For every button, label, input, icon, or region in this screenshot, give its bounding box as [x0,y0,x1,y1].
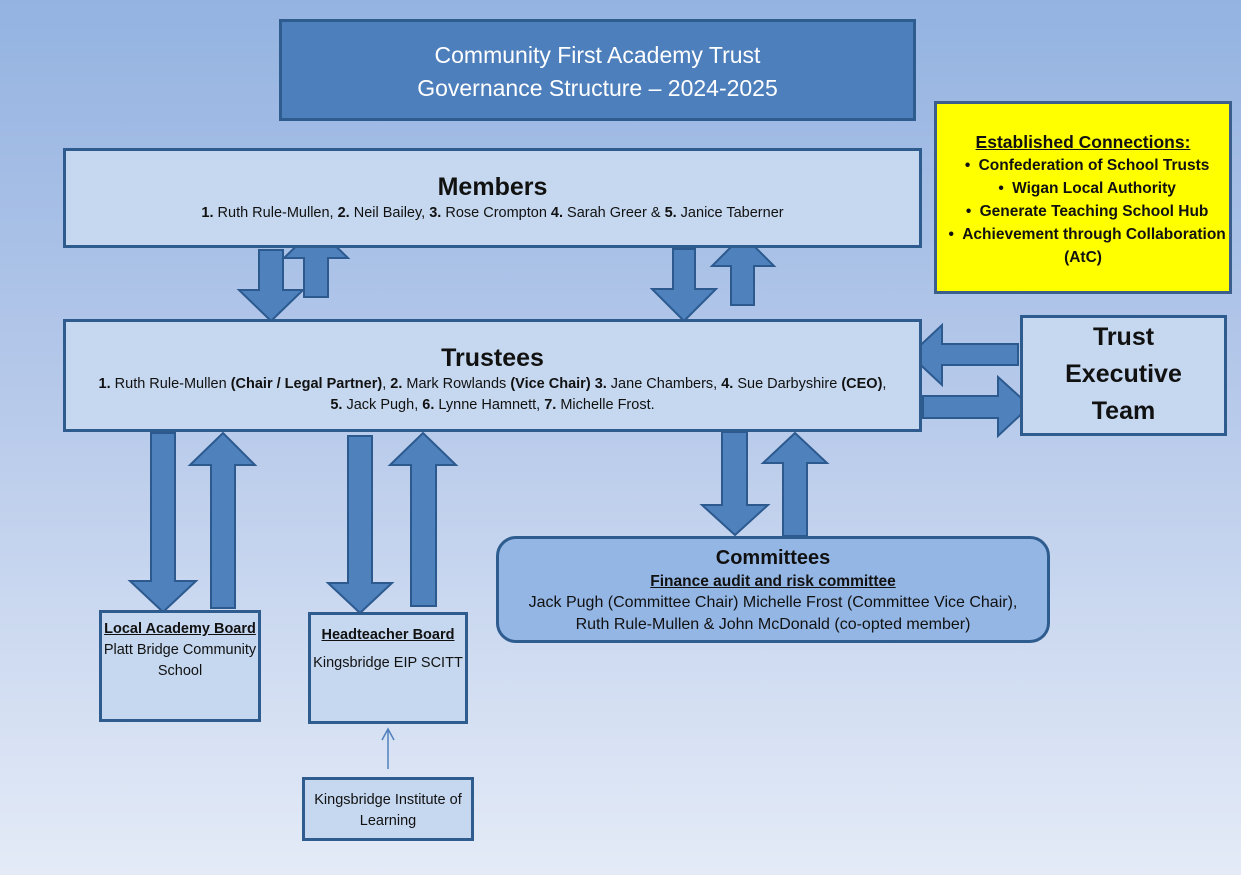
connections-list: Confederation of School Trusts Wigan Loc… [937,154,1229,269]
connection-item: Confederation of School Trusts [937,154,1229,177]
arrow-headteacher-board-to-trustees [387,431,459,607]
title-line-1: Community First Academy Trust [434,42,761,68]
team-line-3: Team [1091,397,1156,425]
established-connections-box: Established Connections: Confederation o… [934,101,1232,294]
title-box: Community First Academy Trust Governance… [279,19,916,121]
connection-item: Generate Teaching School Hub [937,200,1229,223]
kingsbridge-institute-text: Kingsbridge Institute of Learning [314,792,462,829]
committee-name: Finance audit and risk committee [650,573,896,590]
trustee-number: 4. [721,376,734,392]
local-academy-board-box: Local Academy Board Platt Bridge Communi… [99,610,261,722]
member-number: 1. [201,205,214,221]
members-box: Members 1. Ruth Rule-Mullen, 2. Neil Bai… [63,148,922,248]
arrow-trustees-to-local-board [127,432,199,614]
arrow-trustees-to-members-right [709,233,777,306]
trustee-number: 5. [330,397,343,413]
member-number: 2. [337,205,350,221]
team-line-1: Trust [1092,323,1155,351]
trustees-box: Trustees 1. Ruth Rule-Mullen (Chair / Le… [63,319,922,432]
member-number: 4. [550,205,564,221]
arrow-trustees-to-headteacher-board [325,435,395,615]
arrow-trustees-to-committees [699,431,771,537]
member-name: Rose Crompton [441,205,551,221]
kingsbridge-institute-box: Kingsbridge Institute of Learning [302,777,474,841]
arrow-team-to-trustees [908,322,1019,388]
connections-title: Established Connections: [975,132,1191,152]
member-name: Ruth Rule-Mullen, [213,205,338,221]
trustee-number: 6. [422,397,435,413]
trustee-number: 3. [594,376,607,392]
trustee-separator: , [382,376,391,392]
trustee-role: (Vice Chair) [510,376,591,392]
member-name: Sarah Greer & [563,205,665,221]
trustee-number: 1. [98,376,111,392]
trustee-name: Jack Pugh, [342,397,423,413]
committees-heading: Committees [715,547,831,569]
trustees-list: 1. Ruth Rule-Mullen (Chair / Legal Partn… [66,374,919,416]
member-name: Janice Taberner [676,205,784,221]
committees-box: Committees Finance audit and risk commit… [496,536,1050,643]
trustee-name: Lynne Hamnett, [434,397,545,413]
headteacher-board-title: Headteacher Board [321,627,455,643]
trustee-name: Michelle Frost. [556,397,655,413]
headteacher-board-body: Kingsbridge EIP SCITT [313,655,463,671]
arrow-trustees-to-team [922,374,1032,439]
members-list: 1. Ruth Rule-Mullen, 2. Neil Bailey, 3. … [66,203,919,224]
trustees-heading: Trustees [441,344,544,372]
trustee-separator: , [882,376,887,392]
trustee-role: (CEO) [841,376,883,392]
title-line-2: Governance Structure – 2024-2025 [417,75,778,101]
member-number: 5. [664,205,677,221]
connection-item: Wigan Local Authority [937,177,1229,200]
committee-members: Jack Pugh (Committee Chair) Michelle Fro… [528,594,1018,633]
trustee-role: (Chair / Legal Partner) [230,376,383,392]
member-name: Neil Bailey, [349,205,430,221]
trustee-number: 2. [390,376,403,392]
trustee-name: Sue Darbyshire [733,376,842,392]
arrow-committees-to-trustees [760,431,830,537]
headteacher-board-box: Headteacher Board Kingsbridge EIP SCITT [308,612,468,724]
trustee-number: 7. [544,397,557,413]
arrow-local-board-to-trustees [187,431,258,609]
arrow-members-to-trustees-left [236,249,306,323]
arrow-institute-to-headteacher-board [381,727,395,769]
members-heading: Members [437,173,548,201]
local-academy-board-title: Local Academy Board [104,621,256,637]
connection-item: Achievement through Collaboration (AtC) [937,223,1229,269]
arrow-members-to-trustees-right [649,248,719,323]
trustee-name: Mark Rowlands [402,376,511,392]
trustee-name: Ruth Rule-Mullen [110,376,231,392]
member-number: 3. [429,205,442,221]
team-line-2: Executive [1065,360,1182,388]
trust-executive-team-box: Trust Executive Team [1020,315,1227,436]
trustee-name: Jane Chambers, [606,376,722,392]
local-academy-board-school: Platt Bridge Community School [103,642,257,679]
